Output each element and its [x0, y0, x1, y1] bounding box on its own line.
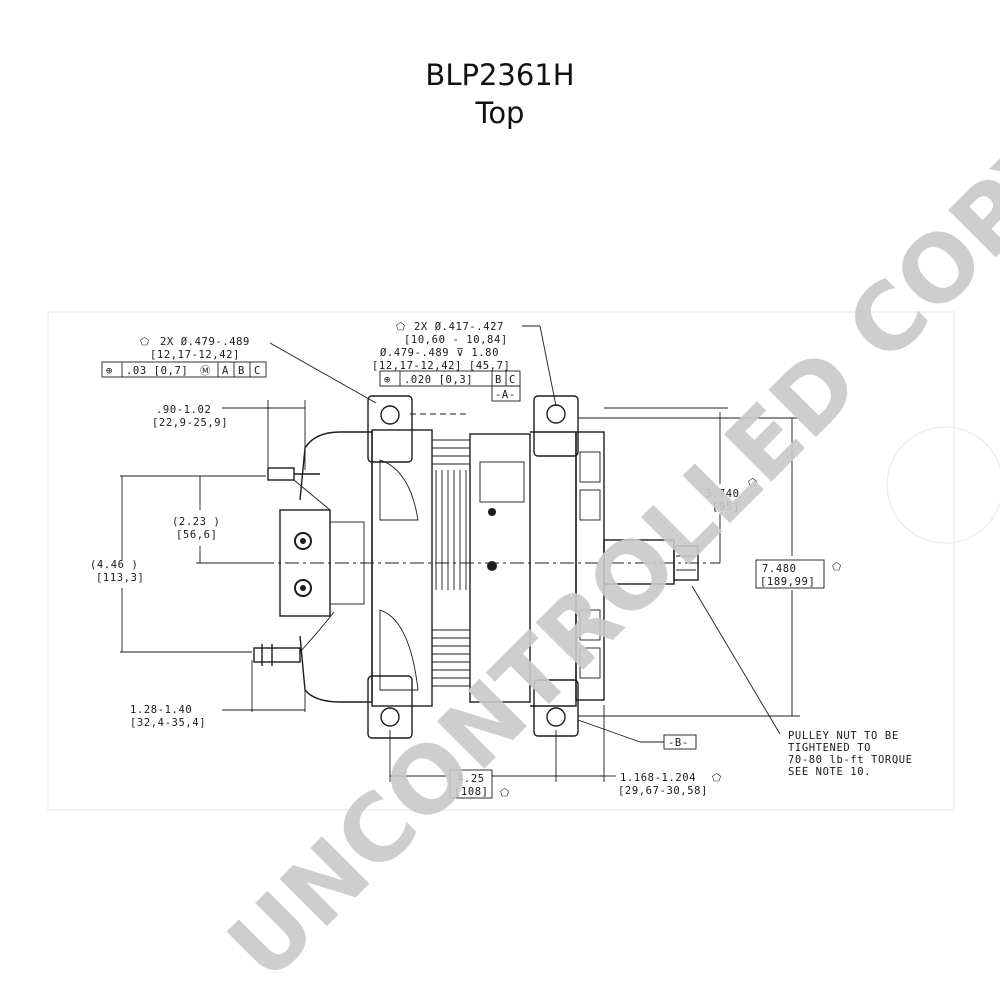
dim-223-in: (2.23 ): [172, 516, 220, 528]
svg-text:⬠: ⬠: [832, 561, 842, 573]
svg-text:⬠: ⬠: [140, 336, 150, 348]
pulley-note-line4: SEE NOTE 10.: [788, 766, 871, 778]
dim-top-left-in: .90-1.02: [156, 404, 211, 416]
mount-holes-right-line1: 2X Ø.417-.427: [414, 321, 504, 333]
drawing-frame: [47, 311, 955, 811]
datum-a-label: -A-: [495, 389, 516, 401]
datum-ref-a: A: [222, 365, 229, 377]
dimension-labels: .90-1.02 [22,9-25,9] (2.23 ) [56,6] (4.4…: [90, 404, 842, 799]
dim-223-mm: [56,6]: [176, 529, 218, 541]
dim-top-left-mm: [22,9-25,9]: [152, 417, 228, 429]
mount-holes-right-line3: Ø.479-.489 ⊽ 1.80: [380, 347, 499, 359]
datum-ref-b-right: B: [495, 374, 502, 386]
tolerance-left-value: .03 [0,7]: [126, 365, 188, 377]
mount-holes-right-line4: [12,17-12,42] [45,7]: [372, 360, 510, 372]
datum-ref-c: C: [254, 365, 261, 377]
mmc-modifier: Ⓜ: [200, 365, 211, 377]
pulley-note-line1: PULLEY NUT TO BE: [788, 730, 899, 742]
mount-holes-right-line2: [10,60 - 10,84]: [404, 334, 508, 346]
datum-b-label: -B-: [668, 737, 689, 749]
callout-mount-holes-left: ⬠ 2X Ø.479-.489 [12,17-12,42]: [140, 336, 250, 361]
mount-holes-left-line2: [12,17-12,42]: [150, 349, 240, 361]
pulley-note-line3: 70-80 lb-ft TORQUE: [788, 754, 913, 766]
dim-3740-mm: [95]: [712, 501, 740, 513]
alternator-outline: [253, 395, 720, 739]
dim-425-in: 4.25: [457, 773, 485, 785]
watermark: UNCONTROLLED COPY: [208, 108, 1000, 1000]
tolerance-right-value: .020 [0,3]: [404, 374, 473, 386]
title-block: BLP2361H Top: [0, 56, 1000, 132]
faint-circle-mark: [886, 426, 1000, 544]
svg-text:⬠: ⬠: [396, 321, 406, 333]
dim-425-mm: [108]: [454, 786, 489, 798]
dim-3740-in: 3.740: [705, 488, 740, 500]
pulley-note: PULLEY NUT TO BE TIGHTENED TO 70-80 lb-f…: [788, 730, 913, 778]
position-symbol-right: ⊕: [384, 374, 391, 386]
position-symbol-left: ⊕: [106, 365, 113, 377]
dim-446-mm: [113,3]: [96, 572, 144, 584]
tolerance-frame-left: ⊕ .03 [0,7] Ⓜ A B C: [101, 361, 267, 378]
datum-ref-c-right: C: [509, 374, 516, 386]
dim-1168-mm: [29,67-30,58]: [618, 785, 708, 797]
dim-446-in: (4.46 ): [90, 559, 138, 571]
view-label: Top: [475, 96, 525, 130]
dim-7480-mm: [189,99]: [760, 576, 815, 588]
svg-text:⬠: ⬠: [748, 477, 758, 489]
dimension-lines: [120, 325, 800, 782]
tolerance-frame-right: ⊕ .020 [0,3] B C -A-: [379, 370, 521, 402]
svg-text:⬠: ⬠: [500, 787, 510, 799]
svg-text:⬠: ⬠: [712, 772, 722, 784]
mount-holes-left-line1: 2X Ø.479-.489: [160, 336, 250, 348]
dim-7480-in: 7.480: [762, 563, 797, 575]
part-number-title: BLP2361H: [425, 58, 575, 92]
datum-ref-b: B: [238, 365, 245, 377]
dim-1168-in: 1.168-1.204: [620, 772, 696, 784]
pulley-note-line2: TIGHTENED TO: [788, 742, 871, 754]
dim-128-mm: [32,4-35,4]: [130, 717, 206, 729]
callout-mount-holes-right: ⬠ 2X Ø.417-.427 [10,60 - 10,84] Ø.479-.4…: [372, 321, 510, 372]
dim-128-in: 1.28-1.40: [130, 704, 192, 716]
